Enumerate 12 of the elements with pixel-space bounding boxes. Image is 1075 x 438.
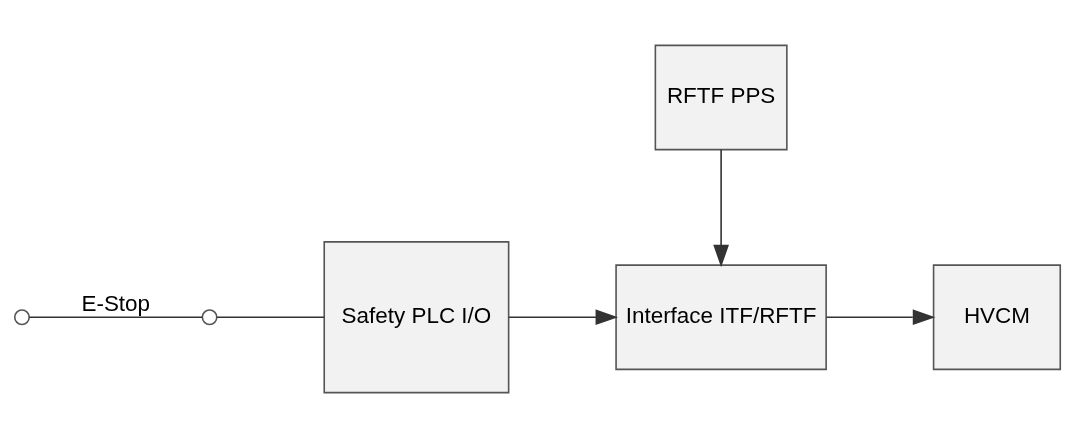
edge-label: E-Stop — [81, 291, 151, 317]
connector — [28, 316, 204, 319]
connector — [216, 316, 325, 319]
arrow — [713, 149, 729, 268]
arrow — [508, 309, 619, 326]
node-box: HVCM — [932, 264, 1062, 371]
node-box: Interface ITF/RFTF — [615, 264, 827, 371]
arrow — [825, 309, 936, 326]
node-box: Safety PLC I/O — [323, 241, 510, 394]
node-box: RFTF PPS — [654, 44, 788, 151]
node-circle — [201, 309, 218, 326]
node-circle — [13, 309, 30, 326]
